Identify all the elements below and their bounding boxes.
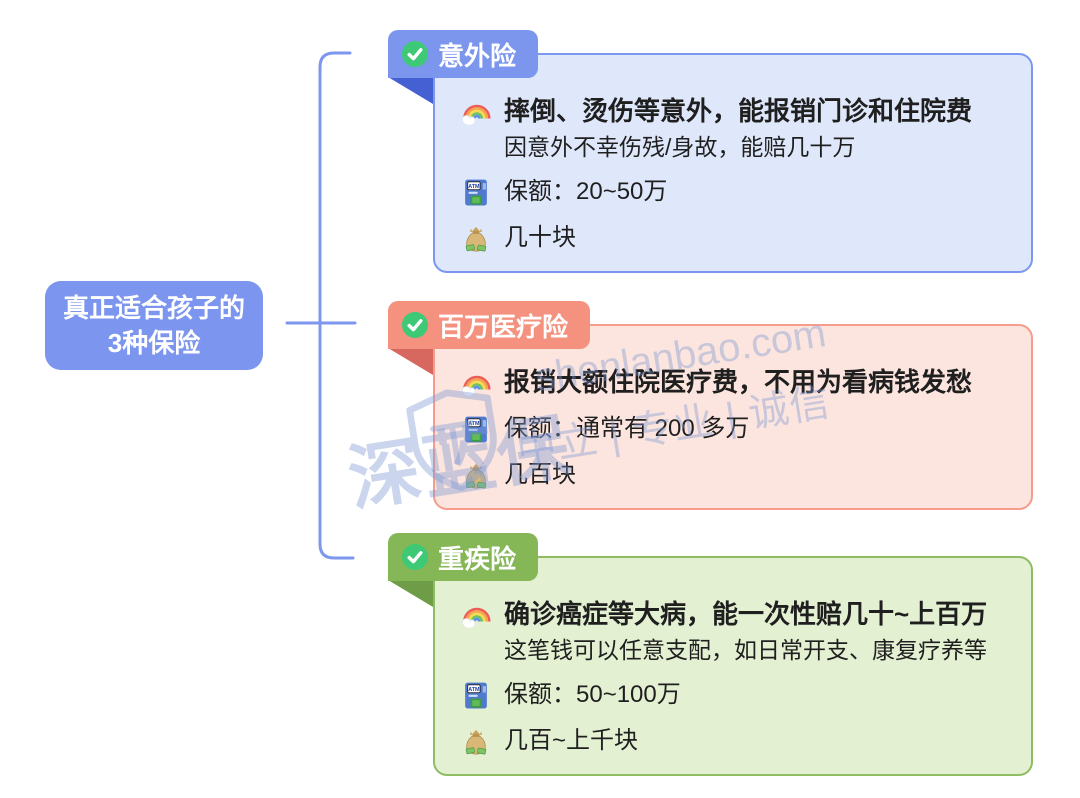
premium-row: 几十块 <box>461 221 1013 255</box>
check-icon <box>401 40 429 68</box>
coverage-row: 保额：20~50万 <box>461 175 1013 209</box>
rainbow-icon <box>461 367 491 397</box>
moneybag-icon <box>461 224 491 254</box>
rainbow-icon <box>461 599 491 629</box>
card-body: 报销大额住院医疗费，不用为看病钱发愁 保额：通常有 200 多万 几百块 <box>433 324 1033 510</box>
benefit-subtext: 这笔钱可以任意支配，如日常开支、康复疗养等 <box>504 637 987 663</box>
check-icon <box>401 543 429 571</box>
premium-text: 几百~上千块 <box>504 727 639 754</box>
tab-critical-illness: 重疾险 <box>388 533 539 581</box>
atm-icon <box>461 178 491 208</box>
premium-text: 几十块 <box>504 224 576 251</box>
benefit-subtext: 因意外不幸伤残/身故，能赔几十万 <box>504 134 856 160</box>
benefit-text: 摔倒、烫伤等意外，能报销门诊和住院费 <box>504 96 973 126</box>
tab-label: 百万医疗险 <box>438 311 569 342</box>
coverage-text: 保额：50~100万 <box>504 681 681 708</box>
benefit-row: 报销大额住院医疗费，不用为看病钱发愁 <box>461 364 1013 400</box>
premium-row: 几百块 <box>461 458 1013 492</box>
coverage-text: 保额：20~50万 <box>504 178 668 205</box>
tab-label: 重疾险 <box>438 543 517 574</box>
benefit-row: 确诊癌症等大病，能一次性赔几十~上百万 <box>461 596 1013 632</box>
benefit-text: 报销大额住院医疗费，不用为看病钱发愁 <box>504 367 973 397</box>
premium-text: 几百块 <box>504 461 576 488</box>
atm-icon <box>461 681 491 711</box>
benefit-text: 确诊癌症等大病，能一次性赔几十~上百万 <box>504 599 988 629</box>
moneybag-icon <box>461 727 491 757</box>
benefit-row: 摔倒、烫伤等意外，能报销门诊和住院费 <box>461 93 1013 129</box>
card-body: 确诊癌症等大病，能一次性赔几十~上百万 这笔钱可以任意支配，如日常开支、康复疗养… <box>433 556 1033 776</box>
coverage-row: 保额：50~100万 <box>461 678 1013 712</box>
root-title-line1: 真正适合孩子的 <box>62 293 245 324</box>
tab-label: 意外险 <box>438 40 517 71</box>
coverage-row: 保额：通常有 200 多万 <box>461 412 1013 446</box>
atm-icon <box>461 415 491 445</box>
rainbow-icon <box>461 96 491 126</box>
root-node: 真正适合孩子的 3种保险 <box>45 281 263 370</box>
root-title-line2: 3种保险 <box>107 327 201 358</box>
card-body: 摔倒、烫伤等意外，能报销门诊和住院费 因意外不幸伤残/身故，能赔几十万 保额：2… <box>433 53 1033 273</box>
premium-row: 几百~上千块 <box>461 724 1013 758</box>
check-icon <box>401 311 429 339</box>
tab-accident: 意外险 <box>388 30 539 78</box>
trunk-line <box>318 51 355 560</box>
moneybag-icon <box>461 461 491 491</box>
tab-medical: 百万医疗险 <box>388 301 591 349</box>
coverage-text: 保额：通常有 200 多万 <box>504 415 750 442</box>
